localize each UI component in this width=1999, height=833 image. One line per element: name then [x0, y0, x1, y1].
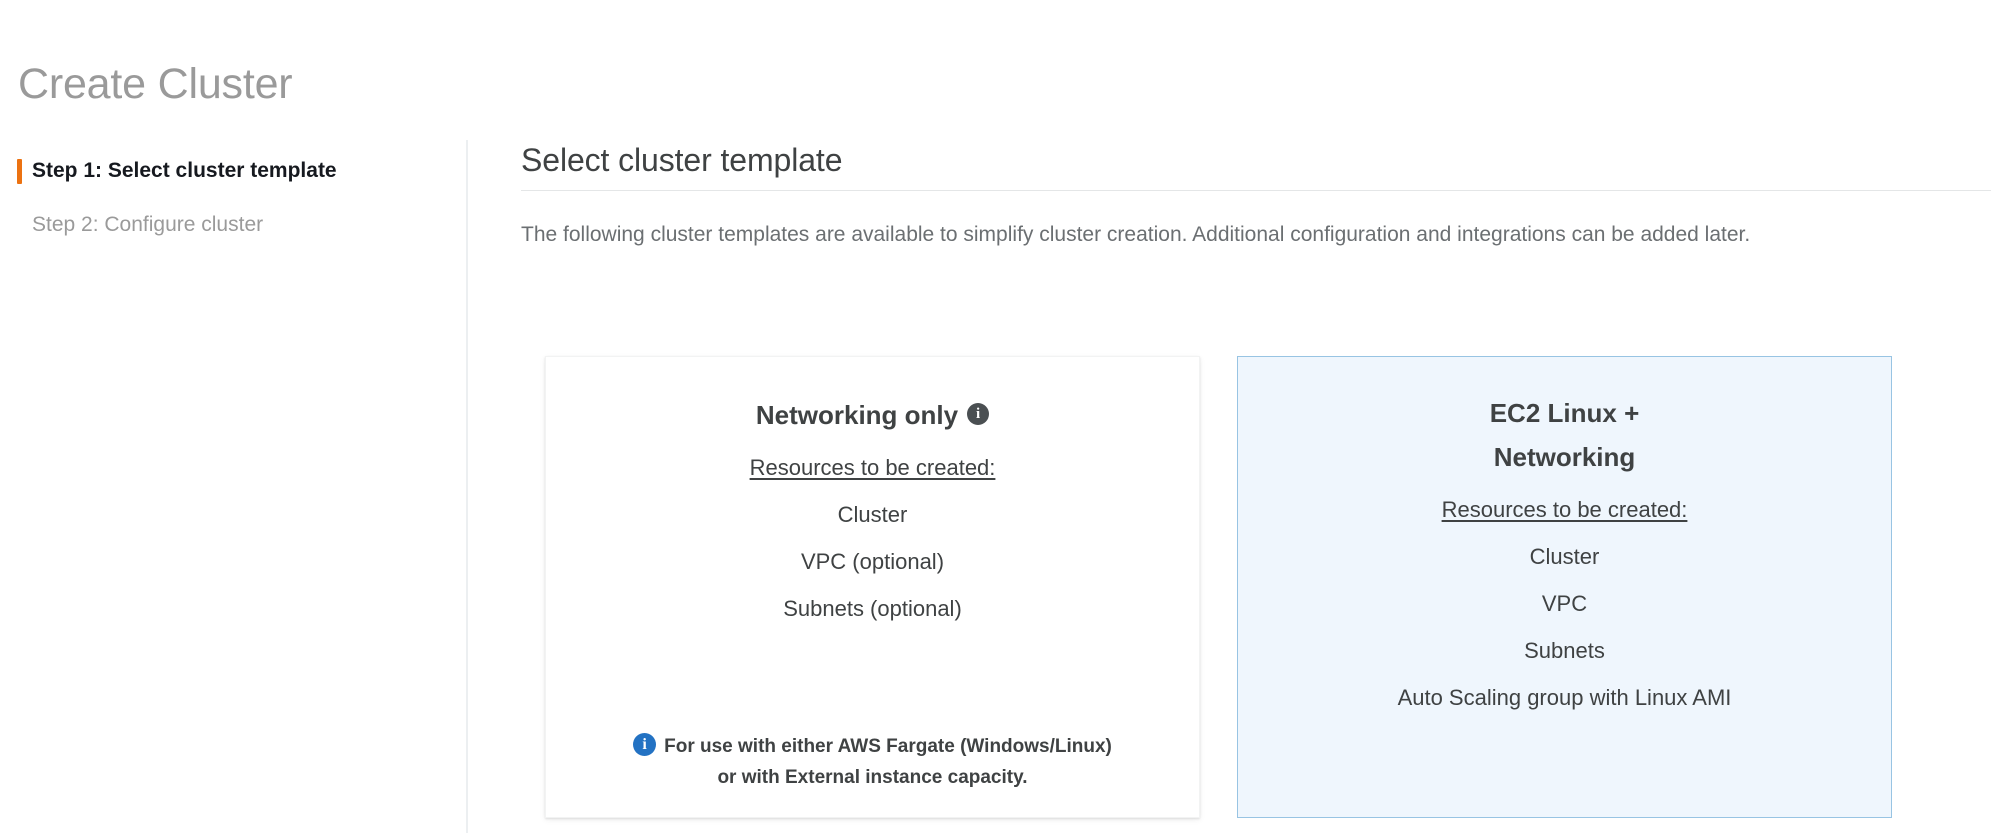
- template-card-networking-only[interactable]: Networking only i Resources to be created…: [545, 356, 1200, 818]
- template-card-ec2-linux-networking[interactable]: EC2 Linux + Networking Resources to be c…: [1237, 356, 1892, 818]
- resource-list: Cluster VPC Subnets Auto Scaling group w…: [1264, 525, 1865, 713]
- card-title: Networking only i: [572, 391, 1173, 437]
- card-note: i For use with either AWS Fargate (Window…: [572, 715, 1173, 793]
- template-card-list: Networking only i Resources to be created…: [545, 356, 1892, 818]
- list-item: Subnets (optional): [783, 596, 962, 622]
- section-divider: [521, 190, 1991, 191]
- list-item: Cluster: [837, 502, 908, 528]
- active-step-marker: [17, 159, 22, 184]
- section-description: The following cluster templates are avai…: [521, 223, 1751, 246]
- list-item: Auto Scaling group with Linux AMI: [1397, 685, 1732, 710]
- page-title: Create Cluster: [18, 59, 293, 108]
- list-item: Subnets: [1524, 638, 1605, 663]
- info-icon: i: [633, 733, 657, 757]
- list-item: VPC: [1541, 591, 1588, 616]
- sidebar-item-step-1[interactable]: Step 1: Select cluster template: [0, 158, 466, 184]
- wizard-sidebar: Step 1: Select cluster template Step 2: …: [0, 140, 468, 833]
- info-icon[interactable]: i: [967, 403, 990, 426]
- main-content: Select cluster template The following cl…: [521, 140, 1999, 833]
- card-note-line-2: or with External instance capacity.: [717, 767, 1028, 788]
- list-item: VPC (optional): [800, 549, 945, 575]
- section-title: Select cluster template: [521, 142, 843, 178]
- card-title: EC2 Linux + Networking: [1264, 391, 1865, 479]
- card-note-line-1: For use with either AWS Fargate (Windows…: [664, 736, 1112, 757]
- card-title-text: Networking only: [755, 400, 959, 431]
- resources-label: Resources to be created:: [1441, 497, 1688, 522]
- resource-list: Cluster VPC (optional) Subnets (optional…: [572, 483, 1173, 624]
- card-title-line-1: EC2 Linux +: [1489, 398, 1640, 428]
- card-title-line-2: Networking: [1493, 442, 1636, 472]
- sidebar-item-step-2-label: Step 2: Configure cluster: [32, 213, 264, 236]
- resources-label: Resources to be created:: [749, 455, 996, 481]
- list-item: Cluster: [1529, 544, 1600, 569]
- sidebar-item-step-2[interactable]: Step 2: Configure cluster: [0, 212, 466, 238]
- sidebar-item-step-1-label: Step 1: Select cluster template: [32, 159, 337, 182]
